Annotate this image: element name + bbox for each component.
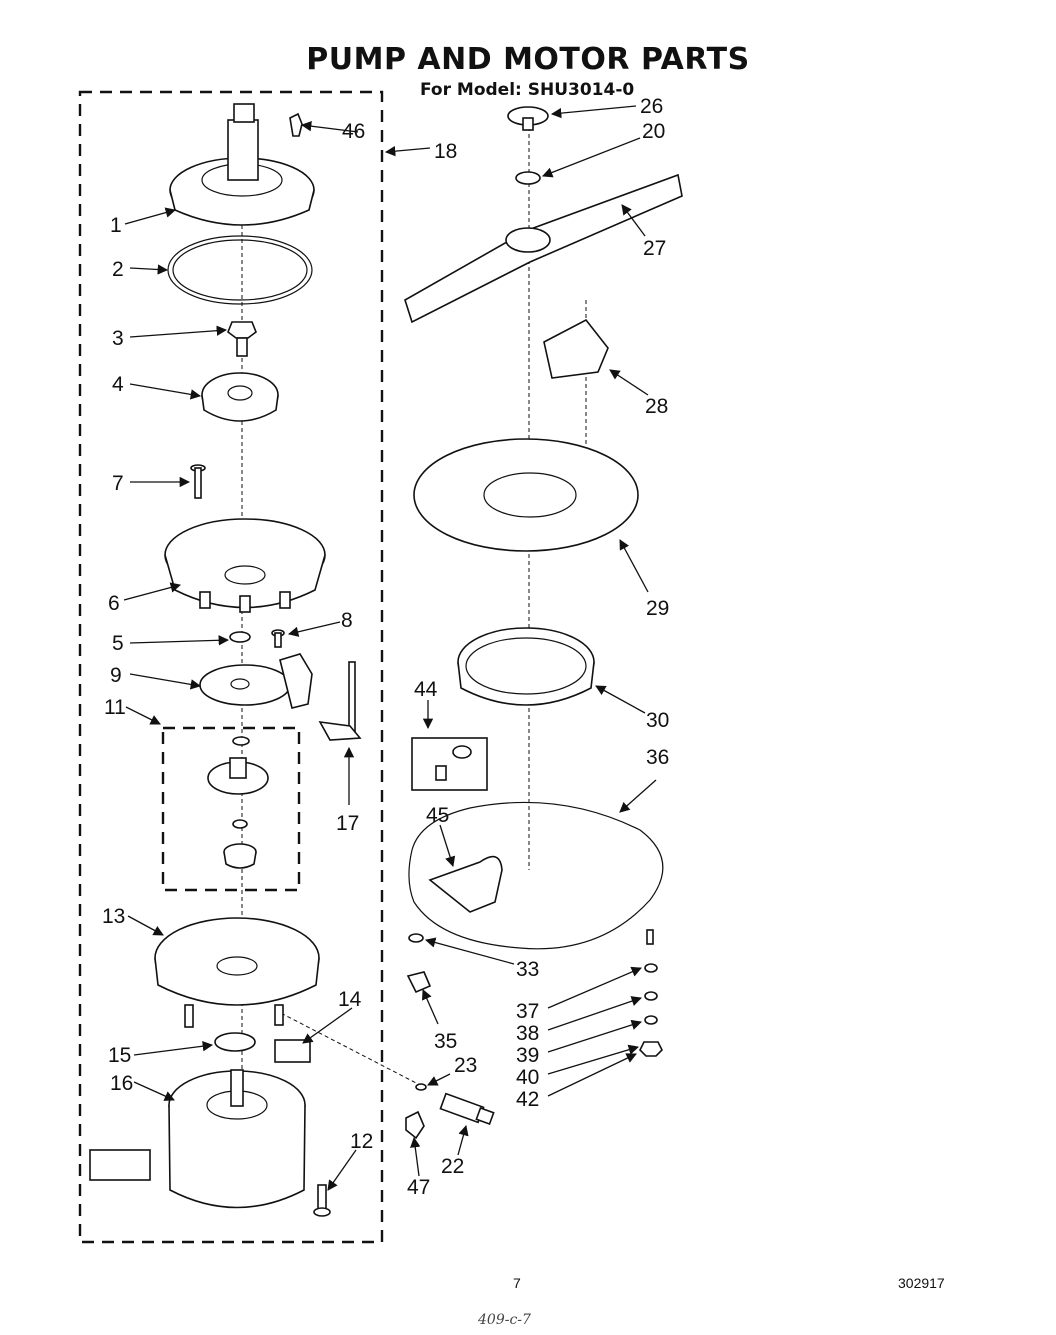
motor-washer [214, 1032, 256, 1052]
clip-part [289, 112, 303, 137]
callout-6: 6 [108, 592, 120, 615]
callout-1: 1 [110, 214, 122, 237]
document-number: 302917 [898, 1275, 945, 1291]
callout-29: 29 [646, 597, 669, 620]
impeller-subassembly-boundary [161, 726, 301, 892]
seal-bushing [223, 843, 257, 869]
callout-45: 45 [426, 804, 449, 827]
retainer-clip [406, 971, 432, 994]
callout-38: 38 [516, 1022, 539, 1045]
small-screw [271, 629, 285, 648]
callout-42: 42 [516, 1088, 539, 1111]
callout-2: 2 [112, 258, 124, 281]
housing-screw [190, 464, 206, 499]
callout-11: 11 [104, 696, 126, 719]
callout-46: 46 [342, 120, 365, 143]
chopper-blade [543, 318, 609, 379]
spray-arm-cap [507, 106, 549, 131]
hardware-kit [411, 737, 488, 791]
leader-lines [123, 105, 657, 1191]
heater-bracket [428, 855, 503, 913]
callout-27: 27 [643, 237, 666, 260]
callout-47: 47 [407, 1176, 430, 1199]
temperature-sensor [439, 1092, 495, 1126]
callout-12: 12 [350, 1130, 373, 1153]
callout-5: 5 [112, 632, 124, 655]
motor-brush [274, 1039, 311, 1063]
page-number: 7 [513, 1275, 521, 1291]
callout-4: 4 [112, 373, 124, 396]
callout-16: 16 [110, 1072, 133, 1095]
motor-bolt [313, 1184, 331, 1217]
callout-3: 3 [112, 327, 124, 350]
callout-15: 15 [108, 1044, 131, 1067]
seal-washer [232, 819, 248, 829]
o-ring-large [167, 235, 313, 305]
pump-base [164, 518, 326, 613]
o-ring-large-inner [172, 239, 308, 301]
impeller-fan [207, 757, 269, 795]
washer-small [229, 631, 251, 643]
motor-mount [154, 917, 320, 1028]
callout-23: 23 [454, 1054, 477, 1077]
actuator-rod [318, 661, 362, 741]
sensor-leader-line [274, 1009, 421, 1086]
impeller-bolt [227, 321, 257, 357]
heater-nut [408, 933, 424, 943]
callout-44: 44 [414, 678, 438, 701]
handwritten-note: 409-c-7 [478, 1312, 531, 1328]
callout-35: 35 [434, 1030, 457, 1053]
callout-7: 7 [112, 472, 124, 495]
callout-26: 26 [640, 95, 663, 118]
callout-17: 17 [336, 812, 359, 835]
callout-20: 20 [642, 120, 665, 143]
seal-ring [232, 736, 250, 746]
pump-housing-cover [169, 103, 315, 226]
page-title: PUMP AND MOTOR PARTS [306, 42, 750, 77]
callout-39: 39 [516, 1044, 539, 1067]
motor-assembly [89, 1069, 306, 1209]
callout-18: 18 [434, 140, 457, 163]
callout-33: 33 [516, 958, 539, 981]
callout-30: 30 [646, 709, 669, 732]
callout-14: 14 [338, 988, 362, 1011]
mounting-plate [199, 653, 313, 709]
lower-spray-arm [404, 173, 683, 324]
callout-37: 37 [516, 1000, 539, 1023]
callout-13: 13 [102, 905, 125, 928]
callout-9: 9 [110, 664, 122, 687]
callout-36: 36 [646, 746, 669, 769]
callout-22: 22 [441, 1155, 464, 1178]
model-subtitle: For Model: SHU3014-0 [420, 80, 635, 100]
sensor-clip [405, 1110, 425, 1140]
callout-28: 28 [645, 395, 668, 418]
gasket-ring [457, 627, 595, 706]
terminal-hardware-stack [639, 929, 663, 1057]
sensor-o-ring [415, 1083, 427, 1091]
spray-arm-washer [515, 171, 541, 185]
filter-screen [413, 438, 639, 552]
callout-8: 8 [341, 609, 353, 632]
impeller-disk [201, 372, 279, 422]
callout-40: 40 [516, 1066, 539, 1089]
pump-assembly-boundary [78, 90, 384, 1244]
heater-element [408, 801, 664, 950]
